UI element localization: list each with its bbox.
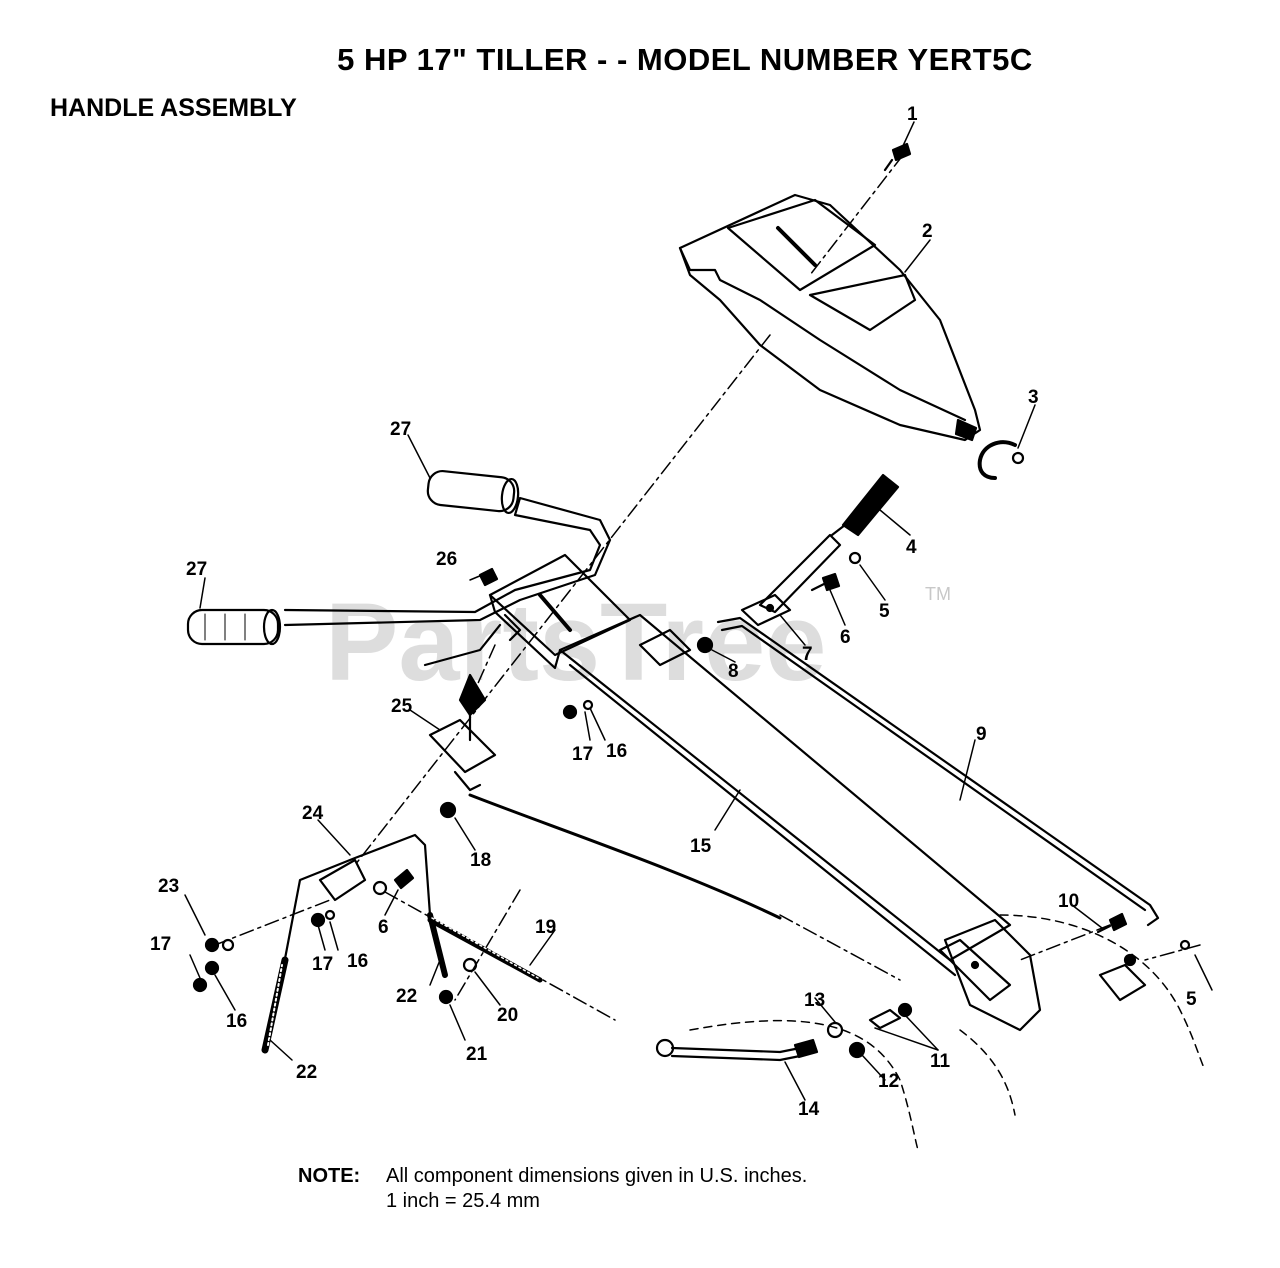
- engine-outline: [689, 914, 1206, 1151]
- callout-22-left: 22: [296, 1062, 317, 1083]
- part-22-spring-right: [427, 912, 448, 978]
- part-8-nut: [696, 636, 714, 654]
- part-5-6-fasteners: [810, 551, 862, 592]
- part-3-clip: [977, 440, 1025, 480]
- callout-9: 9: [976, 724, 987, 745]
- part-25-control-bracket: [428, 673, 497, 792]
- part-14-depth-lever: [655, 1038, 819, 1062]
- callout-18: 18: [470, 850, 491, 871]
- callout-4: 4: [906, 537, 917, 558]
- part-20-21-hardware: [438, 957, 478, 1005]
- part-11-12-13-hardware: [826, 1002, 913, 1059]
- callout-22-mid: 22: [396, 986, 417, 1007]
- part-18-nut: [439, 801, 457, 819]
- callout-8: 8: [728, 661, 739, 682]
- callout-12: 12: [878, 1071, 899, 1092]
- callout-7: 7: [802, 644, 813, 665]
- callout-16-mid: 16: [347, 951, 368, 972]
- callout-6-lower: 6: [378, 917, 389, 938]
- part-26-bolt: [478, 567, 499, 587]
- callout-27-top: 27: [390, 419, 411, 440]
- callout-6-top: 6: [840, 627, 851, 648]
- right-pivot-hardware: [1098, 939, 1191, 1002]
- left-small-hardware: [192, 909, 336, 993]
- callout-11: 11: [930, 1051, 951, 1072]
- callout-numbers: 1 2 3 4 5 6 7 8 9 10 11 12 13 14 15 16 1…: [150, 104, 1197, 1120]
- part-7-lever-bracket: [740, 593, 792, 627]
- callout-13: 13: [804, 990, 825, 1011]
- callout-27-left: 27: [186, 559, 207, 580]
- callout-24: 24: [302, 803, 324, 824]
- callout-21: 21: [466, 1044, 488, 1065]
- callout-2: 2: [922, 221, 933, 242]
- part-24-clutch-lever: [278, 833, 432, 987]
- callout-19: 19: [535, 917, 556, 938]
- callout-17-left: 17: [150, 934, 171, 955]
- part-17-16-hardware: [562, 699, 594, 720]
- callout-10: 10: [1058, 891, 1079, 912]
- lower-housing-plate: [938, 918, 1042, 1032]
- callout-17-mid: 17: [312, 954, 333, 975]
- callout-26: 26: [436, 549, 457, 570]
- part-2-console-panel: [678, 193, 982, 442]
- callout-16-left: 16: [226, 1011, 247, 1032]
- note-line-2: 1 inch = 25.4 mm: [386, 1190, 540, 1212]
- callout-3: 3: [1028, 387, 1039, 408]
- assembly-centerlines: [214, 154, 1201, 1021]
- part-6-lower-bolt: [393, 868, 415, 890]
- handle-mount-bracket: [488, 553, 632, 670]
- callout-25: 25: [391, 696, 413, 717]
- part-9-shift-rod: [716, 616, 1160, 927]
- page-title: 5 HP 17" TILLER - - MODEL NUMBER YERT5C: [337, 42, 1033, 77]
- note-line-1: All component dimensions given in U.S. i…: [386, 1165, 808, 1187]
- assembly-subtitle: HANDLE ASSEMBLY: [50, 94, 297, 122]
- part-22-spring-left: [261, 956, 289, 1054]
- callout-5-right: 5: [1186, 989, 1197, 1010]
- note-label: NOTE:: [298, 1165, 361, 1187]
- callout-14: 14: [798, 1099, 820, 1120]
- callout-5-top: 5: [879, 601, 890, 622]
- dimension-note: NOTE: All component dimensions given in U…: [298, 1164, 807, 1214]
- watermark-tm: TM: [925, 584, 951, 604]
- callout-17-upper: 17: [572, 744, 593, 765]
- callout-23: 23: [158, 876, 179, 897]
- throttle-cable: [468, 793, 782, 920]
- callout-leaders: [184, 121, 1213, 1101]
- part-1-screw: [883, 142, 912, 172]
- callout-15: 15: [690, 836, 712, 857]
- part-27-handlebar: [186, 469, 612, 667]
- callout-1: 1: [907, 104, 918, 125]
- part-19-spring: [427, 917, 543, 983]
- callout-16-upper: 16: [606, 741, 627, 762]
- callout-20: 20: [497, 1005, 518, 1026]
- part-10-bolt: [1096, 912, 1128, 934]
